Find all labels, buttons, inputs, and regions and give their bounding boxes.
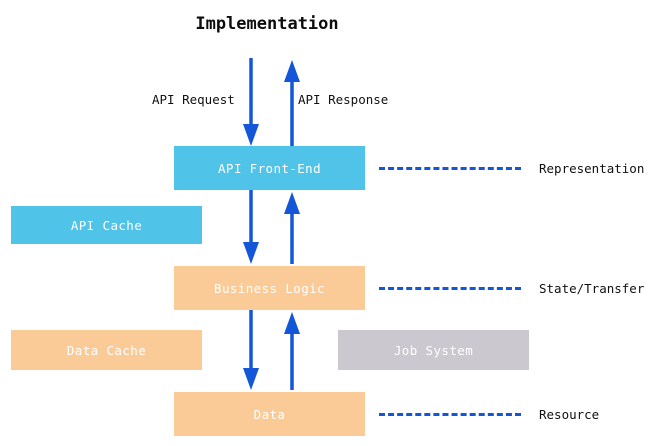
- arrow-logic-to-data: [241, 310, 261, 392]
- node-business-logic[interactable]: Business Logic: [174, 266, 365, 310]
- arrow-response-out: [282, 58, 302, 148]
- page-title: Implementation: [195, 14, 339, 34]
- node-data-cache[interactable]: Data Cache: [11, 330, 202, 370]
- arrow-logic-to-frontend: [282, 190, 302, 266]
- arrow-data-to-logic: [282, 310, 302, 392]
- annotation-label: Representation: [539, 160, 645, 176]
- annotation-label: Resource: [539, 406, 600, 422]
- dashed-line-icon: [379, 286, 521, 290]
- dashed-line-icon: [379, 412, 521, 416]
- edge-label-api-response: API Response: [298, 92, 389, 107]
- dashed-line-icon: [379, 166, 521, 170]
- node-data[interactable]: Data: [174, 392, 365, 436]
- edge-label-api-request: API Request: [152, 92, 235, 107]
- annotation-representation: Representation: [379, 160, 644, 176]
- annotation-state-transfer: State/Transfer: [379, 280, 644, 296]
- node-job-system[interactable]: Job System: [338, 330, 529, 370]
- annotation-label: State/Transfer: [539, 280, 645, 296]
- annotation-resource: Resource: [379, 406, 599, 422]
- arrow-frontend-to-logic: [241, 190, 261, 266]
- node-api-cache[interactable]: API Cache: [11, 206, 202, 244]
- arrow-request-in: [241, 58, 261, 148]
- node-api-front-end[interactable]: API Front-End: [174, 146, 365, 190]
